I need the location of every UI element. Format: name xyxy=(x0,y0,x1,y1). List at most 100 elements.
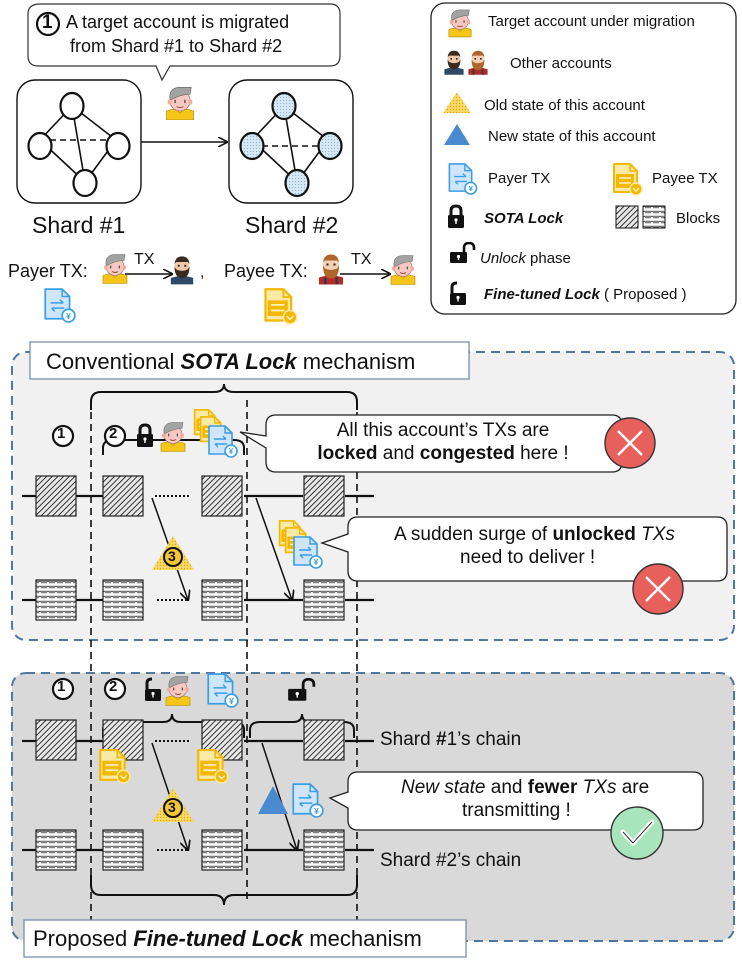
txs-italic: TXs xyxy=(635,524,675,545)
legend-unlock-rest: phase xyxy=(525,250,571,267)
conventional-title-box xyxy=(29,341,470,380)
phase-dividers xyxy=(90,400,358,937)
block xyxy=(102,829,144,871)
separator-comma: , xyxy=(200,264,205,281)
step-3-badge xyxy=(163,798,183,818)
conventional-title: Conventional SOTA Lock mechanism xyxy=(46,349,415,375)
block xyxy=(303,475,345,517)
step-2-badge xyxy=(103,677,127,701)
target-account-icon xyxy=(390,254,416,285)
legend-label-blocks: Blocks xyxy=(676,210,721,227)
cross-icon xyxy=(632,563,684,615)
step-2-number: 2 xyxy=(109,678,118,695)
legend-label-unlock: Unlock phase xyxy=(480,250,571,267)
new-state-triangle-icon xyxy=(444,124,470,145)
new-state-callout-line2: transmitting ! xyxy=(462,800,571,821)
shard2-chain-label: Shard #2’s chain xyxy=(380,850,522,871)
new-state-are: are xyxy=(616,777,650,798)
lock-period-brace xyxy=(90,383,358,410)
block xyxy=(201,579,243,621)
step-2-badge xyxy=(103,424,127,448)
step-1-badge xyxy=(51,677,75,701)
other-account-icon xyxy=(319,254,343,285)
step-1-badge xyxy=(51,424,75,448)
block xyxy=(102,579,144,621)
check-icon xyxy=(610,806,664,860)
congested-word: congested xyxy=(419,443,515,464)
block xyxy=(102,475,144,517)
payee-tx-arrow-label: TX xyxy=(351,251,372,268)
surge-callout-pre: A sudden surge of xyxy=(394,524,553,545)
legend-fine-tuned-bold: Fine-tuned Lock xyxy=(484,286,600,303)
chain1-post: 1’s chain xyxy=(446,729,522,750)
fine-lock-period-brace xyxy=(90,875,358,906)
surge-callout xyxy=(320,516,728,582)
block xyxy=(35,829,77,871)
intro-callout-line1: A target account is migrated xyxy=(66,12,290,32)
block xyxy=(201,475,243,517)
block xyxy=(303,829,345,871)
legend-box xyxy=(430,2,737,315)
shard1-chain-label: Shard #1’s chain xyxy=(380,729,521,751)
legend-label-old-state: Old state of this account xyxy=(484,97,645,114)
payee-tx-label: Payee TX: xyxy=(224,261,308,281)
locked-callout-line2: locked and congested here ! xyxy=(278,443,608,465)
legend-fine-tuned-rest: ( Proposed ) xyxy=(599,286,687,303)
other-account-icon xyxy=(170,256,194,285)
proposed-title-pre: Proposed xyxy=(33,926,134,951)
target-account-icon xyxy=(165,86,195,120)
old-state-triangle-icon xyxy=(443,92,471,113)
fewer-word: fewer xyxy=(527,777,578,798)
target-account-icon xyxy=(102,253,128,284)
surge-callout-line2: need to deliver ! xyxy=(460,547,596,568)
locked-callout-end: here ! xyxy=(514,443,569,464)
new-state-transfer-arrow xyxy=(261,742,297,850)
locked-callout-and: and xyxy=(377,443,420,464)
surge-callout-line1: A sudden surge of unlocked TXs xyxy=(394,524,675,546)
conventional-title-bold: SOTA Lock xyxy=(180,349,297,374)
legend-label-target: Target account under migration xyxy=(488,13,695,30)
target-account-icon xyxy=(165,675,191,706)
shard2-box xyxy=(228,79,354,204)
step-3-number: 3 xyxy=(168,548,176,564)
block xyxy=(303,579,345,621)
step-1-number: 1 xyxy=(42,12,53,33)
conventional-title-post: mechanism xyxy=(296,349,416,374)
new-state-callout xyxy=(328,771,704,831)
block xyxy=(35,475,77,517)
target-account-icon xyxy=(448,9,472,38)
proposed-title-bold: Fine-tuned Lock xyxy=(133,926,304,951)
block xyxy=(35,719,77,761)
legend-label-payer: Payer TX xyxy=(488,170,551,187)
chain1-hash: # xyxy=(435,729,447,750)
shard1-graph xyxy=(27,91,131,198)
legend-label-new-state: New state of this account xyxy=(488,128,656,145)
proposed-title: Proposed Fine-tuned Lock mechanism xyxy=(33,926,422,952)
mechanism-panels xyxy=(11,341,735,958)
new-state-and: and xyxy=(485,777,528,798)
shard1-blocks-top xyxy=(35,475,345,517)
block xyxy=(35,579,77,621)
legend-unlock-italic: Unlock xyxy=(480,250,526,267)
step-1-number: 1 xyxy=(57,425,66,442)
shard2-blocks-bottom xyxy=(35,829,345,871)
legend-label-other: Other accounts xyxy=(510,55,612,72)
shard2-label: Shard #2 xyxy=(245,212,339,238)
step-2-number: 2 xyxy=(109,425,118,442)
payee-tx-icon xyxy=(264,287,299,325)
dark-block-icon xyxy=(615,205,639,229)
payer-tx-label: Payer TX: xyxy=(8,261,88,281)
shard1-label: Shard #1 xyxy=(32,212,126,238)
block xyxy=(201,829,243,871)
proposed-title-post: mechanism xyxy=(303,926,422,951)
shard2-graph xyxy=(239,91,343,198)
block xyxy=(303,719,345,761)
intro-callout-line2: from Shard #1 to Shard #2 xyxy=(70,36,283,56)
locked-word: locked xyxy=(317,443,378,464)
legend-label-sota-lock: SOTA Lock xyxy=(484,210,564,227)
step-1-number: 1 xyxy=(57,678,66,695)
chain1-pre: Shard xyxy=(380,729,436,750)
step-3-number: 3 xyxy=(168,799,176,815)
conventional-title-pre: Conventional xyxy=(46,349,181,374)
new-state-italic: New state xyxy=(401,777,486,798)
